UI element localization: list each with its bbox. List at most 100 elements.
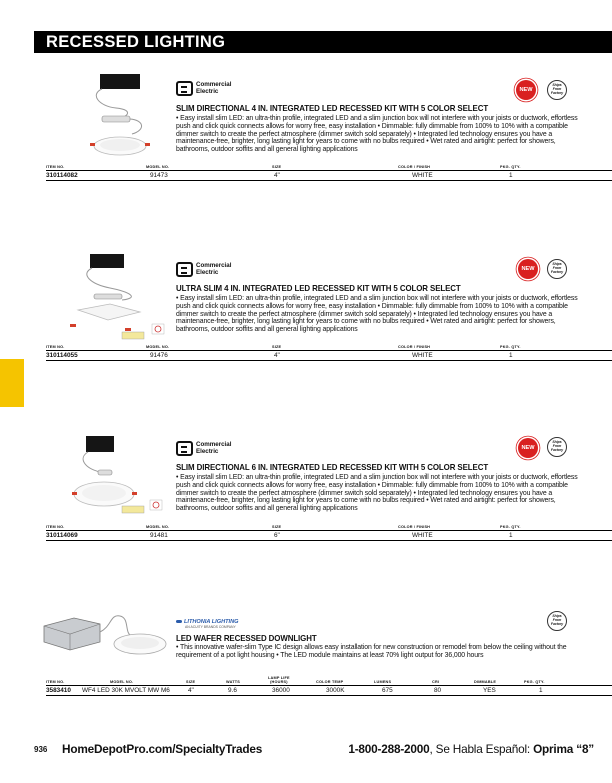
brand-name-line1: LITHONIA LIGHTING xyxy=(184,619,239,625)
spec-header-row: ITEM NO. MODEL NO. SIZE COLOR / FINISH P… xyxy=(46,162,612,171)
spec-header-row: ITEM NO. MODEL NO. SIZE COLOR / FINISH P… xyxy=(46,342,612,351)
cell-pkg-qty: 1 xyxy=(509,352,513,359)
col-model-no: MODEL NO. xyxy=(146,345,170,349)
ships-from-factory-badge: Ships From Factory xyxy=(547,259,567,279)
cell-lumens: 675 xyxy=(382,687,393,694)
product-description: • Easy install slim LED: an ultra-thin p… xyxy=(176,113,578,154)
cell-size: 6" xyxy=(274,532,280,539)
cell-size: 4" xyxy=(274,352,280,359)
col-size: SIZE xyxy=(186,680,196,684)
col-lumens: LUMENS xyxy=(374,680,392,684)
col-dimmable: DIMMABLE xyxy=(474,680,497,684)
ships-from-factory-badge: Ships From Factory xyxy=(547,611,567,631)
product-title: SLIM DIRECTIONAL 6 IN. INTEGRATED LED RE… xyxy=(176,462,489,472)
cell-item-no: 310114055 xyxy=(46,352,78,359)
col-color-finish: COLOR / FINISH xyxy=(398,525,431,529)
col-item-no: ITEM NO. xyxy=(46,165,65,169)
product-description: • Easy install slim LED: an ultra-thin p… xyxy=(176,293,578,334)
cell-pkg-qty: 1 xyxy=(539,687,543,694)
cell-cri: 80 xyxy=(434,687,442,694)
col-pkg-qty: PKG. QTY. xyxy=(500,525,521,529)
lithonia-logo-icon xyxy=(176,620,182,624)
col-size: SIZE xyxy=(272,165,282,169)
cell-color-finish: WHITE xyxy=(412,172,433,179)
col-model-no: MODEL NO. xyxy=(146,165,170,169)
cell-color-finish: WHITE xyxy=(412,352,433,359)
brand-name-line1: Commercial xyxy=(196,440,232,448)
col-color-finish: COLOR / FINISH xyxy=(398,165,431,169)
col-size: SIZE xyxy=(272,345,282,349)
product-description: • Easy install slim LED: an ultra-thin p… xyxy=(176,472,578,513)
col-model-no: MODEL NO. xyxy=(146,525,170,529)
table-row: 3583410 WF4 LED 30K MVOLT MW M6 4" 9.6 3… xyxy=(46,686,612,696)
cell-model-no: 91476 xyxy=(150,352,168,359)
col-cri: CRI xyxy=(432,680,440,684)
cell-watts: 9.6 xyxy=(228,687,237,694)
lithonia-brand-logo: LITHONIA LIGHTING AN ACUITY BRANDS COMPA… xyxy=(176,619,239,630)
brand-name-line2: AN ACUITY BRANDS COMPANY xyxy=(185,625,236,629)
section-tab xyxy=(0,359,24,407)
cell-lamp-life: 36000 xyxy=(272,687,290,694)
ships-from-factory-badge: Ships From Factory xyxy=(547,437,567,457)
commercial-electric-logo-icon xyxy=(176,262,193,277)
col-model-no: MODEL NO. xyxy=(110,680,134,684)
cell-model-no: 91481 xyxy=(150,532,168,539)
ships-from-factory-badge: Ships From Factory xyxy=(547,80,567,100)
section-header-bar: RECESSED LIGHTING xyxy=(34,31,612,53)
col-item-no: ITEM NO. xyxy=(46,680,65,684)
section-title: RECESSED LIGHTING xyxy=(46,33,226,51)
col-size: SIZE xyxy=(272,525,282,529)
cell-size: 4" xyxy=(188,687,194,694)
spec-table: ITEM NO. MODEL NO. SIZE COLOR / FINISH P… xyxy=(46,162,612,181)
col-pkg-qty: PKG. QTY. xyxy=(500,345,521,349)
commercial-electric-logo-icon xyxy=(176,441,193,456)
product-title: LED WAFER RECESSED DOWNLIGHT xyxy=(176,633,317,643)
product-title: ULTRA SLIM 4 IN. INTEGRATED LED RECESSED… xyxy=(176,283,461,293)
new-badge: NEW xyxy=(518,438,538,458)
phone-number[interactable]: 1-800-288-2000 xyxy=(348,742,430,756)
table-row: 310114069 91481 6" WHITE 1 xyxy=(46,531,612,541)
product-image xyxy=(70,254,165,340)
spec-header-row: ITEM NO. MODEL NO. SIZE WATTS LAMP LIFE(… xyxy=(46,671,612,686)
brand-name-line2: Electric xyxy=(196,87,219,95)
col-pkg-qty: PKG. QTY. xyxy=(500,165,521,169)
spec-table: ITEM NO. MODEL NO. SIZE COLOR / FINISH P… xyxy=(46,342,612,361)
commercial-electric-logo-icon xyxy=(176,81,193,96)
footer-website-link[interactable]: HomeDepotPro.com/SpecialtyTrades xyxy=(62,742,263,756)
footer-phone-info: 1-800-288-2000, Se Habla Español: Oprima… xyxy=(348,742,594,756)
col-watts: WATTS xyxy=(226,680,241,684)
spanish-note: , Se Habla Español: xyxy=(429,742,534,756)
brand-name-line2: Electric xyxy=(196,447,219,455)
page-number: 936 xyxy=(34,745,48,754)
product-description: • This innovative wafer-slim Type IC des… xyxy=(176,642,567,659)
cell-item-no: 3583410 xyxy=(46,687,71,694)
col-lamp-life: LAMP LIFE(HOURS) xyxy=(268,676,290,684)
cell-color-temp: 3000K xyxy=(326,687,345,694)
cell-dimmable: YES xyxy=(483,687,496,694)
table-row: 310114082 91473 4" WHITE 1 xyxy=(46,171,612,181)
cell-model-no: WF4 LED 30K MVOLT MW M6 xyxy=(82,687,170,694)
cell-pkg-qty: 1 xyxy=(509,532,513,539)
cell-size: 4" xyxy=(274,172,280,179)
brand-name-line1: Commercial xyxy=(196,80,232,88)
spec-header-row: ITEM NO. MODEL NO. SIZE COLOR / FINISH P… xyxy=(46,522,612,531)
brand-name-line1: Commercial xyxy=(196,261,232,269)
product-image xyxy=(43,615,167,655)
cell-item-no: 310114082 xyxy=(46,172,78,179)
col-color-temp: COLOR TEMP xyxy=(316,680,344,684)
cell-color-finish: WHITE xyxy=(412,532,433,539)
table-row: 310114055 91476 4" WHITE 1 xyxy=(46,351,612,361)
product-image xyxy=(90,74,150,156)
brand-name-line2: Electric xyxy=(196,268,219,276)
col-item-no: ITEM NO. xyxy=(46,525,65,529)
col-pkg-qty: PKG. QTY. xyxy=(524,680,545,684)
cell-model-no: 91473 xyxy=(150,172,168,179)
spec-table: ITEM NO. MODEL NO. SIZE COLOR / FINISH P… xyxy=(46,522,612,541)
col-color-finish: COLOR / FINISH xyxy=(398,345,431,349)
col-lamp-life-line1: LAMP LIFE xyxy=(268,676,290,680)
col-lamp-life-line2: (HOURS) xyxy=(270,680,288,684)
spec-table: ITEM NO. MODEL NO. SIZE WATTS LAMP LIFE(… xyxy=(46,671,612,696)
spanish-option: Oprima “8” xyxy=(533,742,594,756)
